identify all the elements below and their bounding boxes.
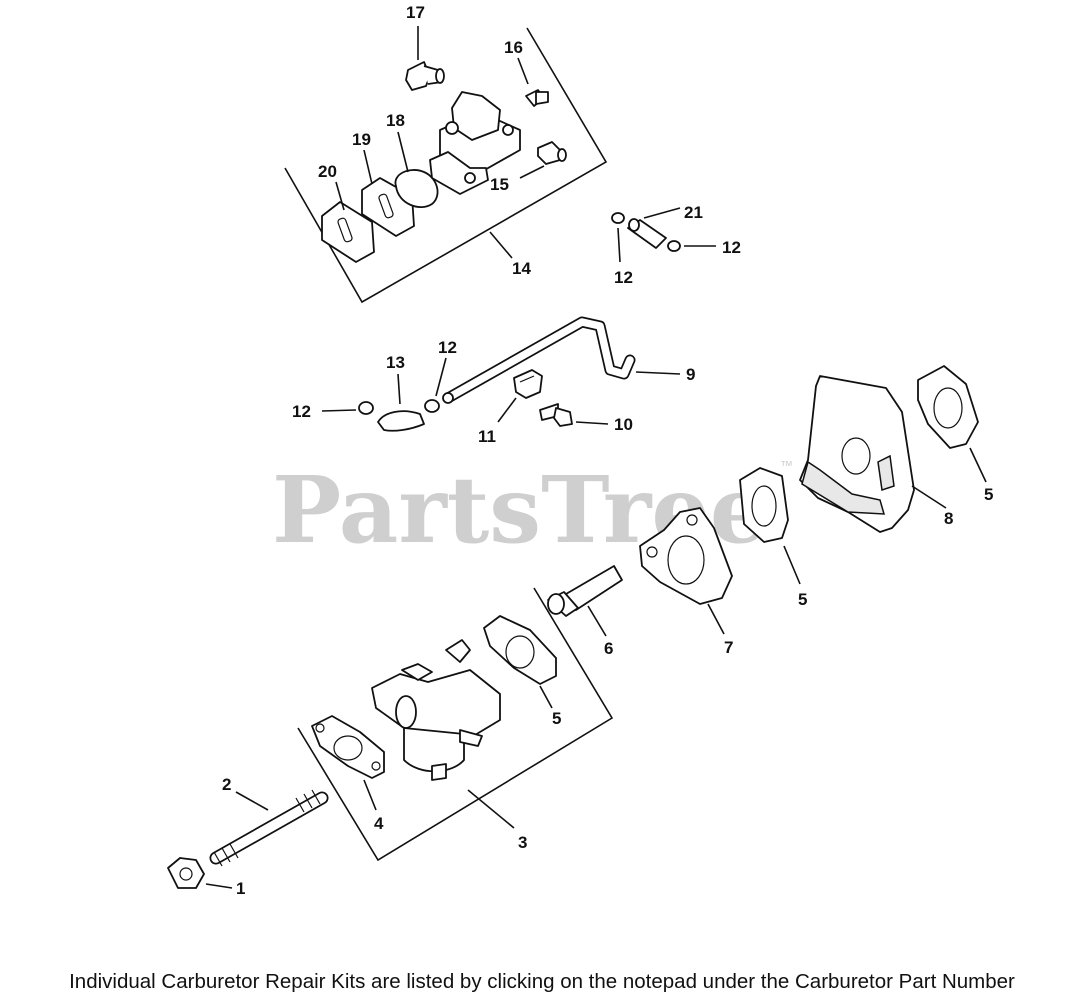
callout-5-right[interactable]: 5: [984, 485, 993, 504]
leader-10: [575, 421, 609, 425]
callout-12-top-right[interactable]: 12: [722, 238, 741, 257]
leader-9: [635, 371, 681, 375]
leader-5-right: [969, 447, 987, 483]
gasket-5-right[interactable]: [917, 365, 979, 449]
callout-5-middle[interactable]: 5: [798, 590, 807, 609]
line-clip-11[interactable]: [513, 369, 543, 399]
callout-6[interactable]: 6: [604, 639, 613, 658]
leader-4: [363, 779, 377, 811]
callout-16[interactable]: 16: [504, 38, 523, 57]
callout-12-mid[interactable]: 12: [438, 338, 457, 357]
callout-9[interactable]: 9: [686, 365, 695, 384]
screw-16[interactable]: [525, 89, 549, 107]
callout-17[interactable]: 17: [406, 3, 425, 22]
leader-8: [911, 485, 947, 509]
leader-13: [397, 373, 401, 405]
clamp-12-top-right[interactable]: [667, 240, 681, 252]
callout-19[interactable]: 19: [352, 130, 371, 149]
heat-shield-8[interactable]: [799, 375, 915, 533]
clamp-12-left[interactable]: [358, 401, 374, 415]
callout-12-top-left[interactable]: 12: [614, 268, 633, 287]
callout-4[interactable]: 4: [374, 814, 384, 833]
carburetor-body[interactable]: [371, 639, 501, 781]
leader-12-mid: [435, 357, 447, 397]
hose-13[interactable]: [377, 410, 425, 432]
leader-19: [363, 149, 373, 185]
exploded-parts-diagram: PartsTree ™: [167, 3, 993, 898]
nut-1[interactable]: [167, 857, 205, 889]
clamp-12-mid[interactable]: [424, 399, 440, 413]
callout-11[interactable]: 11: [478, 427, 496, 446]
leader-12-top-left: [617, 227, 621, 263]
callout-15[interactable]: 15: [490, 175, 509, 194]
gasket-5-middle[interactable]: [739, 467, 789, 543]
callout-10[interactable]: 10: [614, 415, 633, 434]
leader-21: [643, 207, 681, 219]
fuel-pump-gasket-20[interactable]: [321, 201, 375, 263]
fuel-pump-group: [284, 26, 608, 304]
callout-21[interactable]: 21: [684, 203, 703, 222]
callout-20[interactable]: 20: [318, 162, 337, 181]
bolt-10[interactable]: [539, 403, 573, 427]
leader-1: [205, 883, 233, 889]
leader-6: [587, 605, 607, 637]
leader-5-middle: [783, 545, 801, 585]
clamp-12-top-left[interactable]: [611, 212, 625, 224]
leader-7: [707, 603, 725, 635]
carburetor-group: [297, 587, 614, 862]
fitting-15[interactable]: [537, 141, 567, 165]
fuel-line-9[interactable]: [442, 316, 636, 404]
leader-2: [235, 791, 269, 811]
leader-20: [335, 181, 345, 211]
spacer-7[interactable]: [639, 507, 733, 605]
callout-5-lower[interactable]: 5: [552, 709, 561, 728]
callout-7[interactable]: 7: [724, 638, 733, 657]
callout-2[interactable]: 2: [222, 775, 231, 794]
callout-labels: 17 16 18 19 20 15 14 21 12 12 12 13 9 12…: [222, 3, 993, 898]
gasket-5-lower[interactable]: [483, 615, 557, 685]
group-bracket-3: [297, 587, 614, 862]
leader-11: [497, 397, 517, 423]
callout-12-left[interactable]: 12: [292, 402, 311, 421]
fuel-pump-body[interactable]: [429, 91, 521, 195]
callout-13[interactable]: 13: [386, 353, 405, 372]
watermark-trademark: ™: [780, 458, 793, 473]
repair-kit-note: Individual Carburetor Repair Kits are li…: [69, 970, 1015, 993]
leader-12-left: [321, 409, 357, 412]
leader-15: [519, 165, 545, 179]
stud-6[interactable]: [547, 565, 623, 617]
callout-18[interactable]: 18: [386, 111, 405, 130]
leader-14: [489, 231, 513, 259]
fuel-pump-diaphragm-18[interactable]: [394, 169, 439, 208]
callout-14[interactable]: 14: [512, 259, 531, 278]
callout-8[interactable]: 8: [944, 509, 953, 528]
leader-3: [467, 789, 515, 829]
stud-2[interactable]: [209, 789, 329, 867]
gasket-4[interactable]: [311, 715, 385, 779]
leader-16: [517, 57, 529, 85]
fuel-hose-21[interactable]: [627, 218, 667, 249]
callout-3[interactable]: 3: [518, 833, 527, 852]
callout-1[interactable]: 1: [236, 879, 245, 898]
elbow-fitting-17[interactable]: [405, 61, 445, 91]
leader-5-lower: [539, 685, 553, 709]
leader-18: [397, 131, 409, 173]
